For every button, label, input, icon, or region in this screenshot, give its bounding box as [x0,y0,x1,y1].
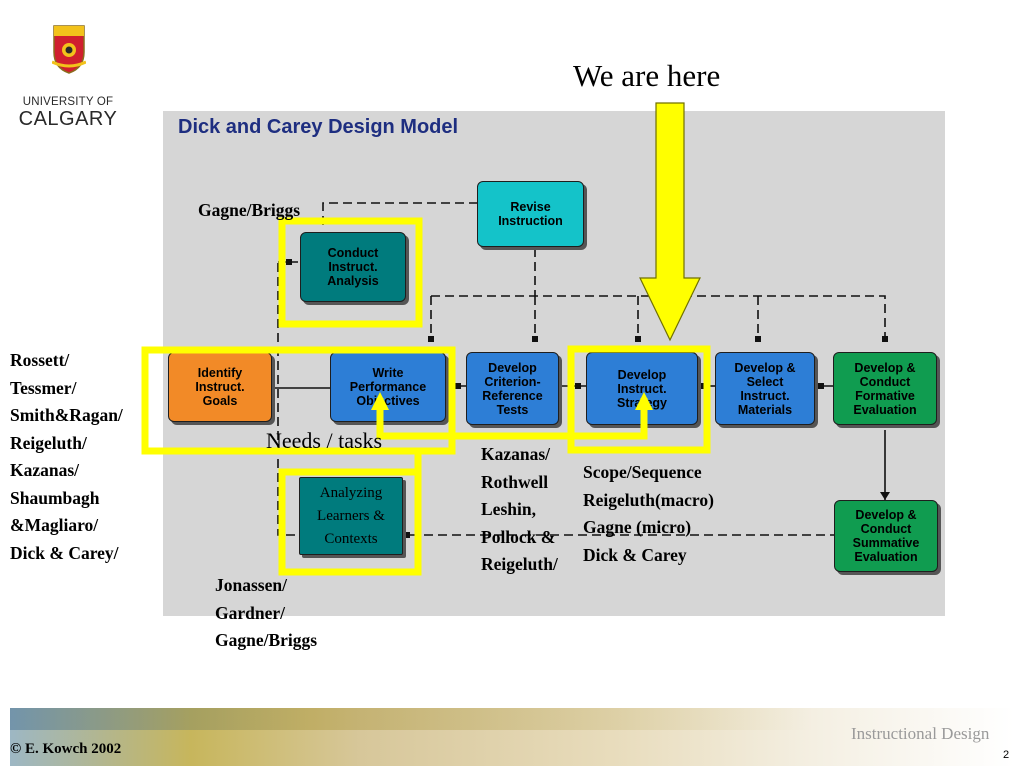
university-logo: UNIVERSITY OF CALGARY [18,22,118,132]
revise-instruction-label: Revise Instruction [498,200,563,228]
needs-arrowhead-left [371,392,389,410]
summative-evaluation-label: Develop & Conduct Summative Evaluation [852,508,920,564]
write-objectives-label: Write Performance Objectives [349,366,427,408]
select-materials-box: Develop & Select Instruct. Materials [715,352,815,425]
crest-icon [52,25,86,74]
logo-text-university-of: UNIVERSITY OF [22,96,114,108]
needs-connector-line [376,398,648,440]
we-are-here-arrow-icon [639,102,701,342]
footer-texture [10,708,1014,730]
formative-evaluation-label: Develop & Conduct Formative Evaluation [853,360,917,417]
instructional-strategy-label: Develop Instruct. Strategy [617,367,667,410]
revise-instruction-box: Revise Instruction [477,181,584,247]
diagram-title: Dick and Carey Design Model [178,116,459,138]
slide-number: 2 [1003,749,1010,761]
identify-goals-label: Identify Instruct. Goals [195,366,245,408]
criterion-tests-box: Develop Criterion- Reference Tests [466,352,559,425]
conduct-analysis-label: Conduct Instruct. Analysis [327,246,379,288]
conduct-analysis-box: Conduct Instruct. Analysis [300,232,406,302]
logo-text-calgary: CALGARY [18,108,118,130]
strategy-authors-annotation: Scope/Sequence Reigeluth(macro) Gagne (m… [583,462,714,565]
conduct-highlight-frame [278,217,423,328]
identify-goals-box: Identify Instruct. Goals [168,352,272,422]
course-title: Instructional Design [851,724,990,743]
strategy-highlight-frame [567,345,711,454]
criterion-tests-label: Develop Criterion- Reference Tests [482,360,543,417]
needs-tasks-annotation: Needs / tasks [266,428,383,453]
analyzing-learners-box: Analyzing Learners & Contexts [299,477,403,555]
formative-evaluation-box: Develop & Conduct Formative Evaluation [833,352,937,425]
learners-highlight-frame [278,468,422,576]
select-materials-label: Develop & Select Instruct. Materials [734,360,796,417]
gagne-briggs-annotation: Gagne/Briggs [198,200,301,220]
learners-authors-annotation: Jonassen/ Gardner/ Gagne/Briggs [215,575,318,650]
write-objectives-box: Write Performance Objectives [330,352,446,422]
we-are-here-label: We are here [573,58,721,93]
goals-objectives-highlight-frame [141,346,456,455]
goals-authors-annotation: Rossett/ Tessmer/ Smith&Ragan/ Reigeluth… [10,350,123,563]
analyzing-learners-label: Analyzing Learners & Contexts [317,484,385,547]
needs-arrowhead-right [635,392,653,410]
summative-evaluation-box: Develop & Conduct Summative Evaluation [834,500,938,572]
criterion-authors-annotation: Kazanas/ Rothwell Leshin, Pollock & Reig… [481,444,558,574]
copyright-text: © E. Kowch 2002 [10,741,122,757]
